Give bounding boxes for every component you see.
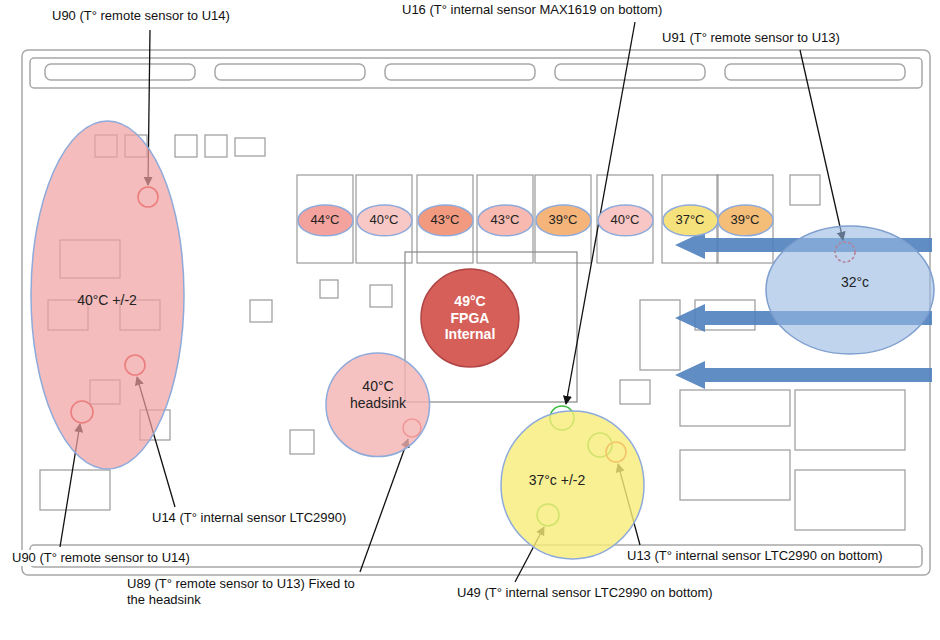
ellipse-shape: [326, 353, 430, 457]
temperature-value: 39°C: [548, 212, 577, 228]
node-text-group: 40°C: [369, 212, 398, 228]
sensor-callout: U14 (T° internal sensor LTC2990): [150, 510, 348, 526]
ellipse-shape: [766, 226, 934, 354]
node-text-group: 37°c +/-2: [529, 472, 586, 489]
ellipse-shape: [418, 205, 473, 236]
zone-temperature: 32°c: [765, 225, 935, 355]
temperature-value: 40°C +/-2: [77, 292, 137, 309]
node-text-group: 32°c: [841, 274, 869, 291]
node-text-group: 40°C headsink: [344, 378, 412, 412]
sensor-callout: U49 (T° internal sensor LTC2990 on botto…: [455, 585, 715, 601]
ellipse-shape: [718, 205, 773, 236]
sensor-callout: U16 (T° internal sensor MAX1619 on botto…: [400, 2, 664, 18]
node-text-group: 40°C: [610, 212, 639, 228]
node-text-group: 44°C: [310, 212, 339, 228]
connector-temperature: 39°C: [717, 204, 774, 237]
ellipse-shape: [501, 411, 644, 559]
sensor-callout: U91 (T° remote sensor to U13): [660, 30, 842, 46]
node-text-group: 43°C: [430, 212, 459, 228]
temperature-value: 44°C: [310, 212, 339, 228]
temperature-value: 40°C headsink: [344, 378, 412, 412]
temperature-value: 40°C: [610, 212, 639, 228]
node-text-group: 40°C +/-2: [77, 292, 137, 309]
fpga-temperature: 49°C FPGA Internal: [420, 268, 520, 368]
temperature-value: 49°C FPGA Internal: [440, 293, 500, 343]
temperature-value: 43°C: [490, 212, 519, 228]
ellipse-shape: [478, 205, 533, 236]
connector-temperature: 39°C: [535, 204, 592, 237]
zone-temperature: 40°C +/-2: [30, 120, 185, 470]
heatsink-temperature: 40°C headsink: [325, 352, 431, 458]
ellipse-shape: [357, 205, 412, 236]
temperature-value: 32°c: [841, 274, 869, 291]
sensor-callout: U13 (T° internal sensor LTC2990 on botto…: [625, 548, 885, 564]
node-text-group: 43°C: [490, 212, 519, 228]
connector-temperature: 40°C: [356, 204, 413, 237]
ellipse-shape: [663, 205, 718, 236]
node-text-group: 37°C: [675, 212, 704, 228]
connector-temperature: 37°C: [662, 204, 719, 237]
connector-temperature: 44°C: [297, 204, 354, 237]
sensor-callout: U90 (T° remote sensor to U14): [10, 550, 192, 566]
connector-temperature: 40°C: [597, 204, 654, 237]
node-text-group: 39°C: [548, 212, 577, 228]
ellipse-shape: [31, 121, 184, 469]
sensor-markers: [71, 187, 855, 526]
temperature-value: 39°C: [730, 212, 759, 228]
ellipse-outline: [765, 225, 935, 355]
ellipse-shape: [298, 205, 353, 236]
connector-temperature: 43°C: [417, 204, 474, 237]
temperature-value: 40°C: [369, 212, 398, 228]
temperature-value: 43°C: [430, 212, 459, 228]
ellipse-shape: [421, 269, 519, 367]
connector-temperature: 43°C: [477, 204, 534, 237]
temperature-value: 37°C: [675, 212, 704, 228]
sensor-callout: U90 (T° remote sensor to U14): [50, 8, 232, 24]
node-text-group: 49°C FPGA Internal: [440, 293, 500, 343]
temperature-value: 37°c +/-2: [529, 472, 586, 489]
zone-temperature: 37°c +/-2: [500, 410, 645, 560]
node-text-group: 39°C: [730, 212, 759, 228]
sensor-callout: U89 (T° remote sensor to U13) Fixed to t…: [125, 576, 359, 609]
ellipse-shape: [536, 205, 591, 236]
ellipse-shape: [598, 205, 653, 236]
